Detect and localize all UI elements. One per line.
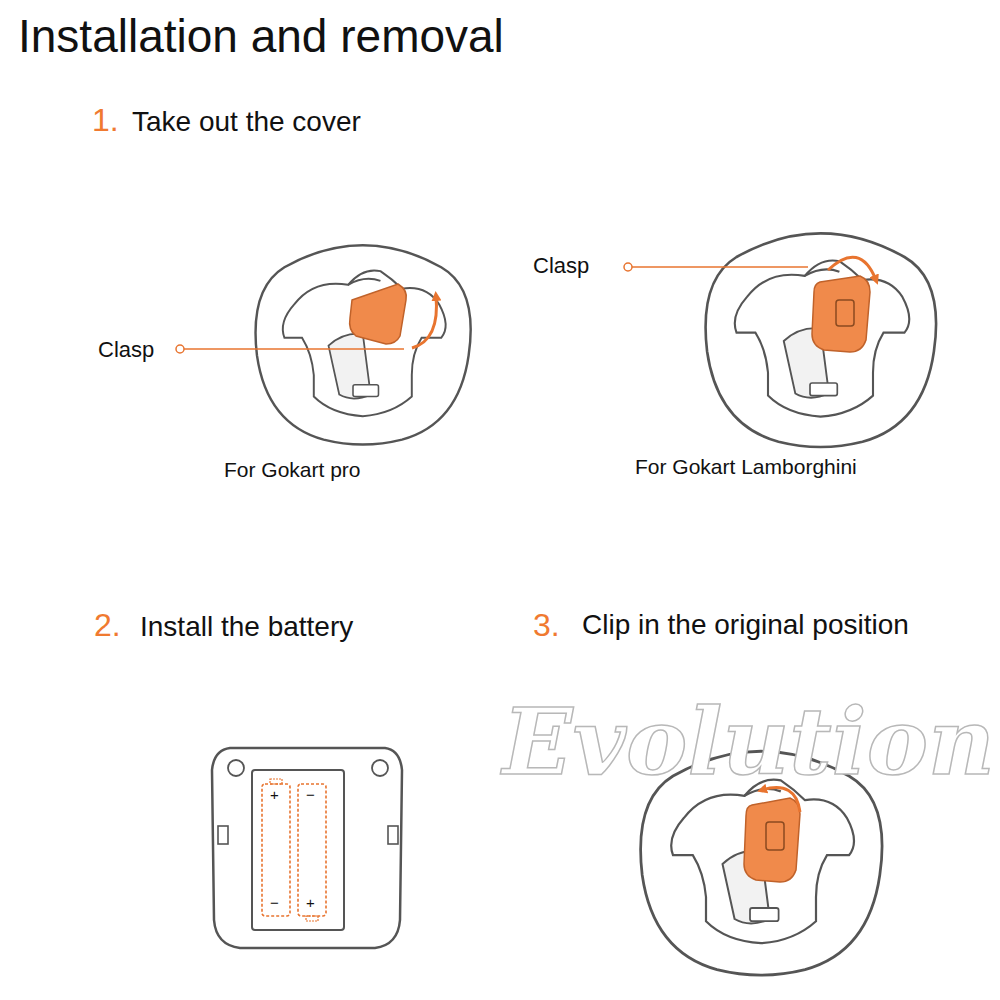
part-label: Clasp [98,337,154,362]
step-number: 2. [94,607,121,644]
step-text: Install the battery [140,611,353,643]
step-text: Take out the cover [132,106,361,138]
polarity-sign: − [270,894,279,911]
watermark: Evolution [503,690,995,796]
polarity-sign: + [306,894,315,911]
polarity-sign: + [270,786,279,803]
step-number: 3. [533,607,560,644]
step-number: 1. [92,102,119,139]
page-title: Installation and removal [18,10,504,63]
caption-text: For Gokart Lamborghini [635,455,857,479]
caption-text: For Gokart pro [224,458,361,482]
part-label: Clasp [533,253,589,278]
polarity-sign: − [306,786,315,803]
step-text: Clip in the original position [582,609,909,641]
